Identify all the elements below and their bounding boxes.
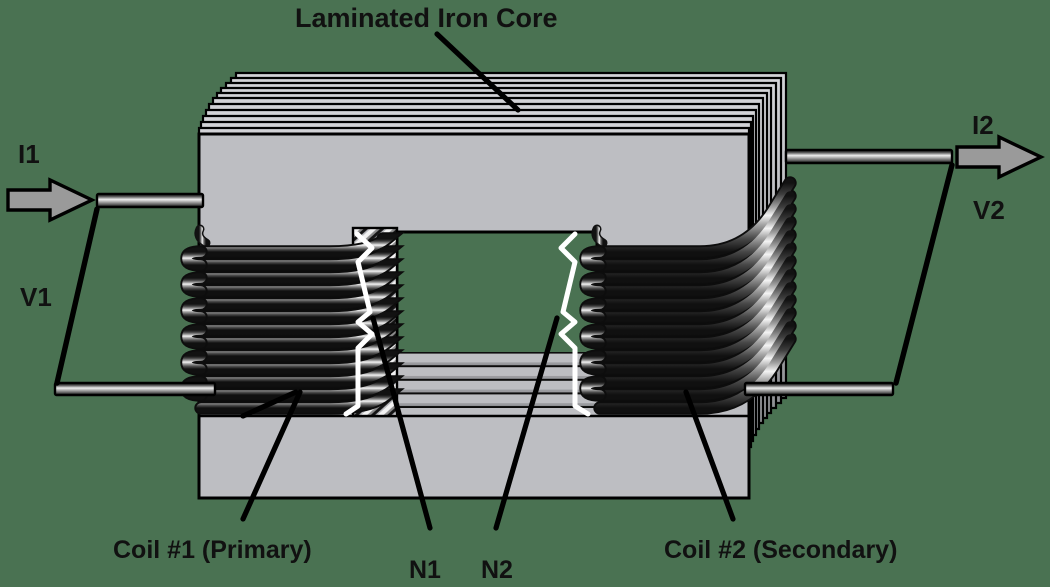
i1-right-arrow-icon [6, 177, 96, 223]
title-laminated-iron-core: Laminated Iron Core [295, 3, 558, 33]
leader-coil1 [240, 389, 299, 419]
current-arrows [6, 134, 1045, 223]
terminal-leads [53, 148, 954, 397]
voltage-span-lines [54, 162, 955, 386]
secondary-coil-winding [579, 176, 797, 415]
label-n1: N1 [409, 556, 441, 584]
label-coil-2-secondary: Coil #2 (Secondary) [664, 536, 897, 564]
label-n2: N2 [481, 556, 513, 584]
v2-span-line [893, 162, 955, 386]
lead-primary-bottom [53, 381, 217, 397]
leader-coil2 [683, 389, 736, 522]
leader-lines [240, 31, 736, 531]
leader-coil1-lower [240, 389, 303, 522]
label-v2: V2 [973, 195, 1005, 225]
leader-laminated-core [434, 31, 521, 113]
n2-bracket [558, 231, 591, 417]
label-i2: I2 [972, 110, 994, 140]
n1-bracket [343, 231, 375, 417]
leader-n1 [370, 315, 433, 531]
label-v1: V1 [20, 282, 52, 312]
lead-primary-top [95, 192, 205, 209]
i2-right-arrow-icon [955, 134, 1045, 180]
v1-span-line [54, 206, 100, 386]
lead-secondary-bottom [743, 381, 895, 397]
label-coil-1-primary: Coil #1 (Primary) [113, 536, 312, 564]
turn-brackets [343, 231, 591, 417]
leader-n2 [493, 315, 560, 531]
label-i1: I1 [18, 139, 40, 169]
lead-secondary-top [784, 148, 954, 165]
